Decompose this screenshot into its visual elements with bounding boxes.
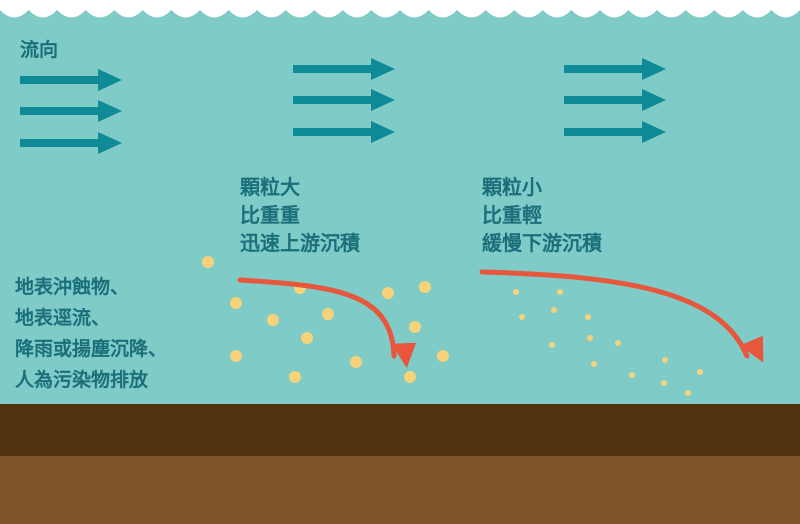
flow-arrow-icon xyxy=(564,121,666,143)
flow-arrow-icon xyxy=(564,89,666,111)
small-particle xyxy=(697,369,703,375)
small-particle-line: 比重輕 xyxy=(482,203,542,227)
large-particle xyxy=(230,350,242,362)
small-particle-description: 顆粒小 比重輕 緩慢下游沉積 xyxy=(482,173,602,257)
small-particle xyxy=(513,289,519,295)
water-surface-wave xyxy=(0,0,800,18)
large-particle xyxy=(301,332,313,344)
small-particle-settling-path xyxy=(479,269,764,363)
large-particle-description: 顆粒大 比重重 迅速上游沉積 xyxy=(240,173,360,257)
sediment-layer-lower xyxy=(0,456,800,524)
large-particle xyxy=(202,256,214,268)
pollution-sources-list: 地表沖蝕物、 地表逕流、 降雨或揚塵沉降、 人為污染物排放 xyxy=(15,272,167,396)
flow-arrow-icon xyxy=(20,69,122,91)
large-particle-line: 比重重 xyxy=(240,203,300,227)
small-particle-line: 緩慢下游沉積 xyxy=(482,231,602,255)
small-particle xyxy=(615,340,621,346)
flow-arrow-icon xyxy=(293,89,395,111)
large-particle xyxy=(289,371,301,383)
flow-arrow-icon xyxy=(564,58,666,80)
small-particle xyxy=(585,314,591,320)
flow-arrow-icon xyxy=(20,132,122,154)
large-particle xyxy=(419,281,431,293)
flow-arrow-icon xyxy=(293,121,395,143)
small-particle xyxy=(629,372,635,378)
small-particle xyxy=(557,289,563,295)
small-particle xyxy=(685,390,691,396)
large-particle xyxy=(267,314,279,326)
large-particle xyxy=(409,321,421,333)
flow-direction-label: 流向 xyxy=(20,39,59,61)
small-particle xyxy=(661,380,667,386)
pollution-source-item: 地表沖蝕物、 xyxy=(15,276,130,298)
small-particle xyxy=(662,357,668,363)
large-particle xyxy=(350,356,362,368)
large-particle-line: 迅速上游沉積 xyxy=(240,231,360,255)
small-particle xyxy=(591,361,597,367)
water-body xyxy=(0,0,800,404)
large-particle xyxy=(322,308,334,320)
sediment-layer-upper xyxy=(0,404,800,456)
small-particle xyxy=(587,335,593,341)
pollution-source-item: 地表逕流、 xyxy=(15,307,111,329)
flow-arrow-icon xyxy=(293,58,395,80)
flow-arrows xyxy=(20,58,666,154)
large-particle-settling-path xyxy=(237,277,417,369)
large-particle xyxy=(382,287,394,299)
large-particle-line: 顆粒大 xyxy=(240,175,300,199)
pollution-source-item: 人為污染物排放 xyxy=(15,369,149,391)
small-particle xyxy=(549,342,555,348)
pollution-source-item: 降雨或揚塵沉降、 xyxy=(15,338,168,360)
large-particle xyxy=(404,371,416,383)
small-particle xyxy=(519,314,525,320)
small-particle xyxy=(551,307,557,313)
flow-arrow-icon xyxy=(20,100,122,122)
small-particle-line: 顆粒小 xyxy=(482,175,542,199)
large-particle xyxy=(437,350,449,362)
large-particle xyxy=(230,297,242,309)
